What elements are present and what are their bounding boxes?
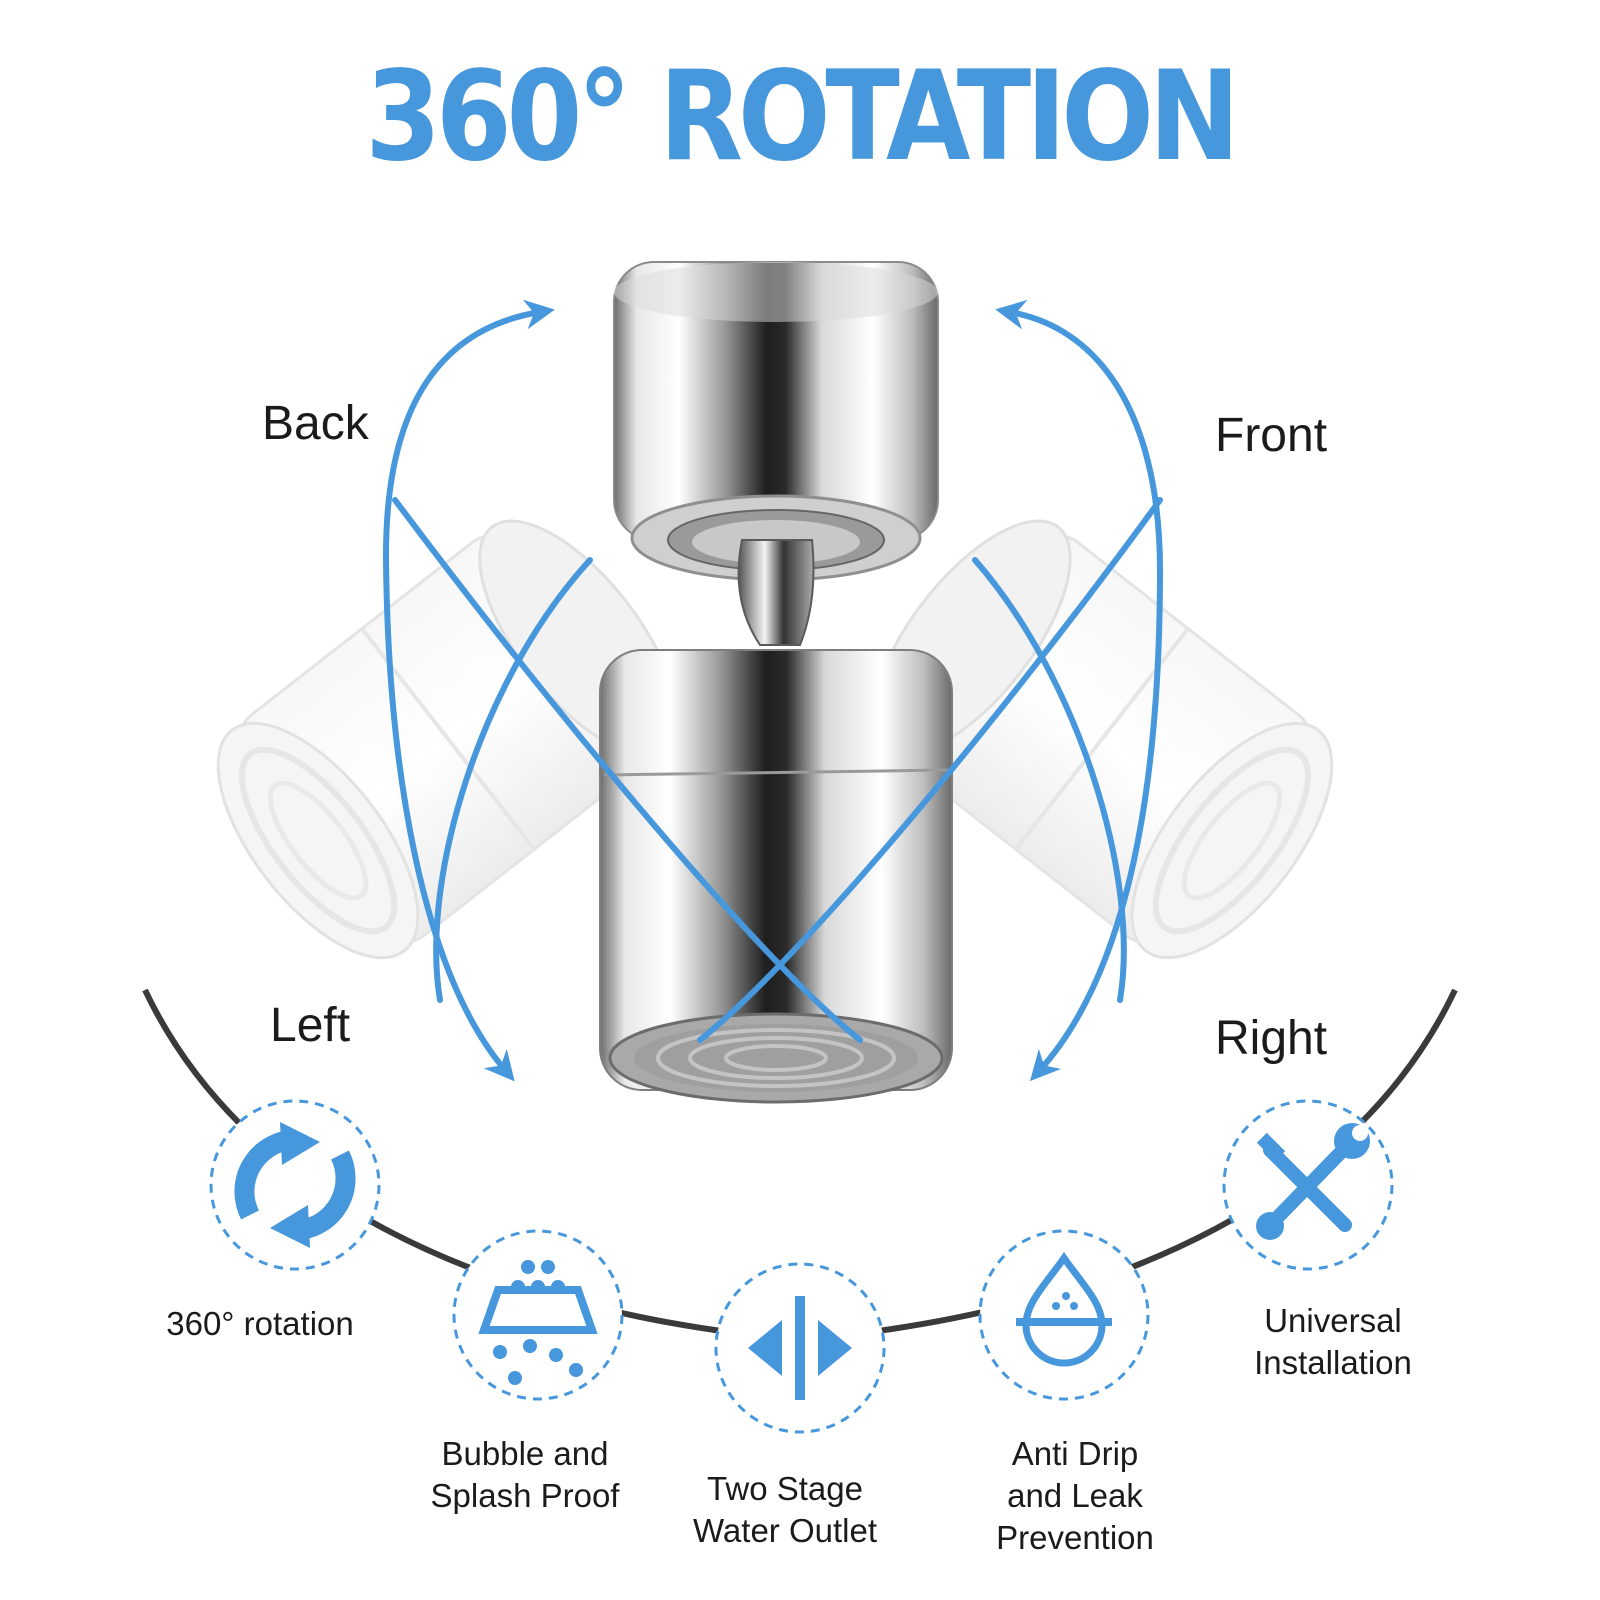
feature-label-rotation: 360° rotation [166,1305,354,1342]
label-front: Front [1215,409,1328,462]
rotation-arrows [382,299,1164,1082]
chrome-joint-neck [737,539,815,646]
two-stage-outlet-icon [714,1262,886,1434]
chrome-bottom-body [599,649,953,1104]
wrench-screwdriver-icon [1222,1099,1394,1271]
page-title: 360° ROTATION [365,45,1240,189]
label-left: Left [270,999,351,1052]
bubble-splash-icon [452,1229,624,1401]
chrome-top-cap [613,261,939,582]
label-back: Back [262,397,369,450]
rotation-arrows-icon [209,1099,381,1271]
label-right: Right [1215,1012,1328,1065]
water-drop-icon [978,1229,1150,1401]
